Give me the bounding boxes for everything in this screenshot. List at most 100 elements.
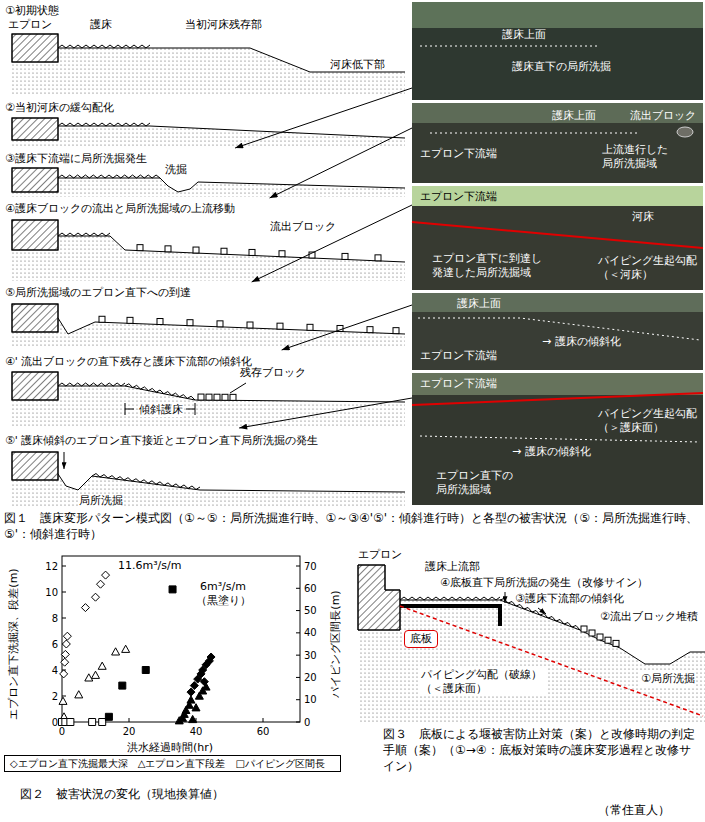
data-point [60, 670, 68, 678]
axis-tick-label: 0 [304, 716, 310, 729]
part-label: 底板 [410, 632, 432, 646]
data-point [187, 688, 195, 696]
bed-protection [125, 384, 195, 400]
part-label: 護床上面 [552, 109, 596, 123]
riverbed-line [58, 474, 405, 492]
apron-hatch [358, 565, 400, 630]
data-point [81, 604, 89, 612]
part-label: → 護床の傾斜化 [512, 445, 591, 459]
part-label: 護床上面 [502, 28, 546, 42]
riverbed-line [58, 236, 405, 262]
riverbed-ground [12, 126, 405, 147]
apron-hatch [12, 304, 58, 332]
washed-block [279, 251, 285, 257]
part-label: エプロン下流端 [420, 377, 497, 391]
author-note: （常住直人） [598, 802, 670, 818]
apron-hatch [12, 452, 58, 480]
bed-protection [58, 45, 150, 48]
bracket-line [195, 403, 196, 415]
bed-protection [92, 474, 200, 490]
part-label: 流出ブロック [630, 109, 696, 123]
axis-tick [62, 670, 66, 671]
data-point [192, 704, 200, 711]
process-step-panel: ④' 流出ブロックの直下残存と護床下流部の傾斜化傾斜護床残存ブロック [0, 350, 405, 428]
washed-block [375, 255, 381, 261]
experiment-photos [412, 2, 703, 505]
data-point [92, 671, 100, 678]
text-label: 護床上流部 [425, 560, 480, 574]
scour-arrow [64, 452, 65, 469]
axis-tick-label: 12 [45, 560, 58, 573]
data-point [199, 666, 207, 674]
washed-block [367, 327, 373, 333]
axis-tick [296, 610, 300, 611]
axis-tick-label: 20 [123, 725, 136, 738]
part-label: 河床 [632, 210, 654, 224]
step-heading: ⑤局所洗掘域のエプロン直下への到達 [5, 286, 191, 300]
connector-arrow [252, 205, 412, 282]
leader-arrow [505, 592, 506, 603]
photo-water-band [412, 373, 703, 395]
data-point [200, 678, 208, 686]
process-step-panel: ③護床下流端に局所洗掘発生洗掘 [0, 148, 405, 198]
step-heading: ②当初河床の緩勾配化 [5, 101, 114, 115]
data-point [102, 571, 110, 579]
axis-tick [62, 696, 66, 697]
text-label: 11.6m³/s/m [118, 559, 181, 573]
text-label: ①局所洗掘 [640, 672, 696, 686]
data-point [97, 580, 105, 588]
riverbed-ground [12, 386, 405, 427]
apron-block [12, 168, 58, 192]
data-point [202, 661, 210, 669]
part-label: エプロン [8, 18, 52, 32]
data-point [61, 658, 69, 666]
data-point [189, 715, 197, 722]
step-heading: ⑤' 護床傾斜のエプロン直下接近とエプロン直下局所洗掘の発生 [5, 434, 318, 448]
washed-block [247, 322, 253, 328]
apron-block [12, 304, 58, 332]
part-label: パイピング生起勾配 （＜河床） [598, 254, 702, 282]
data-point [89, 719, 96, 726]
bed-protection [400, 597, 500, 600]
figure-caption: 図３ 底板による堰被害防止対策（案）と改修時期の判定手順（案）（①→④：底板対策… [383, 726, 701, 774]
text-label: ③護床下流部の傾斜化 [515, 592, 624, 606]
part-label: 流出ブロック [270, 220, 336, 234]
process-step-panel: ⑤局所洗掘域のエプロン直下への到達 [0, 282, 405, 348]
data-point [63, 632, 71, 640]
photo-background [412, 293, 703, 370]
riverbed-ground [12, 236, 405, 281]
data-point [199, 687, 207, 694]
data-point [98, 662, 106, 669]
data-point [180, 710, 188, 717]
process-step-panel: ⑤' 護床傾斜のエプロン直下接近とエプロン直下局所洗掘の発生局所洗掘 [0, 428, 405, 508]
riverbed-line [58, 126, 405, 138]
apron-block [12, 372, 58, 400]
washed-block [277, 323, 283, 329]
apron-hatch [12, 372, 58, 400]
data-point [175, 717, 183, 724]
data-point [185, 701, 193, 708]
axis-tick-label: 20 [304, 671, 317, 684]
axis-tick-label: 40 [190, 725, 203, 738]
washed-block [342, 253, 348, 259]
riverbed-ground [12, 178, 405, 197]
part-label: 当初河床残存部 [185, 18, 262, 32]
data-point [202, 683, 210, 690]
figure-caption: 図２ 被害状況の変化（現地換算値） [20, 786, 224, 802]
washed-block [157, 319, 163, 325]
axis-tick-label: 0 [52, 716, 58, 729]
bed-protection [58, 383, 125, 386]
data-point [62, 640, 70, 648]
connector-arrow [239, 398, 412, 428]
photo-water-band [412, 103, 703, 123]
washed-block [613, 640, 619, 646]
part-label: エプロン下流端 [420, 190, 497, 204]
washed-block [605, 637, 611, 643]
data-point [67, 719, 74, 726]
part-label: 洗掘 [165, 163, 187, 177]
axis-tick [296, 699, 300, 700]
axis-tick [296, 632, 300, 633]
piping-gradient-line [412, 222, 703, 248]
bottom-plate [400, 606, 500, 626]
data-point [105, 713, 112, 720]
